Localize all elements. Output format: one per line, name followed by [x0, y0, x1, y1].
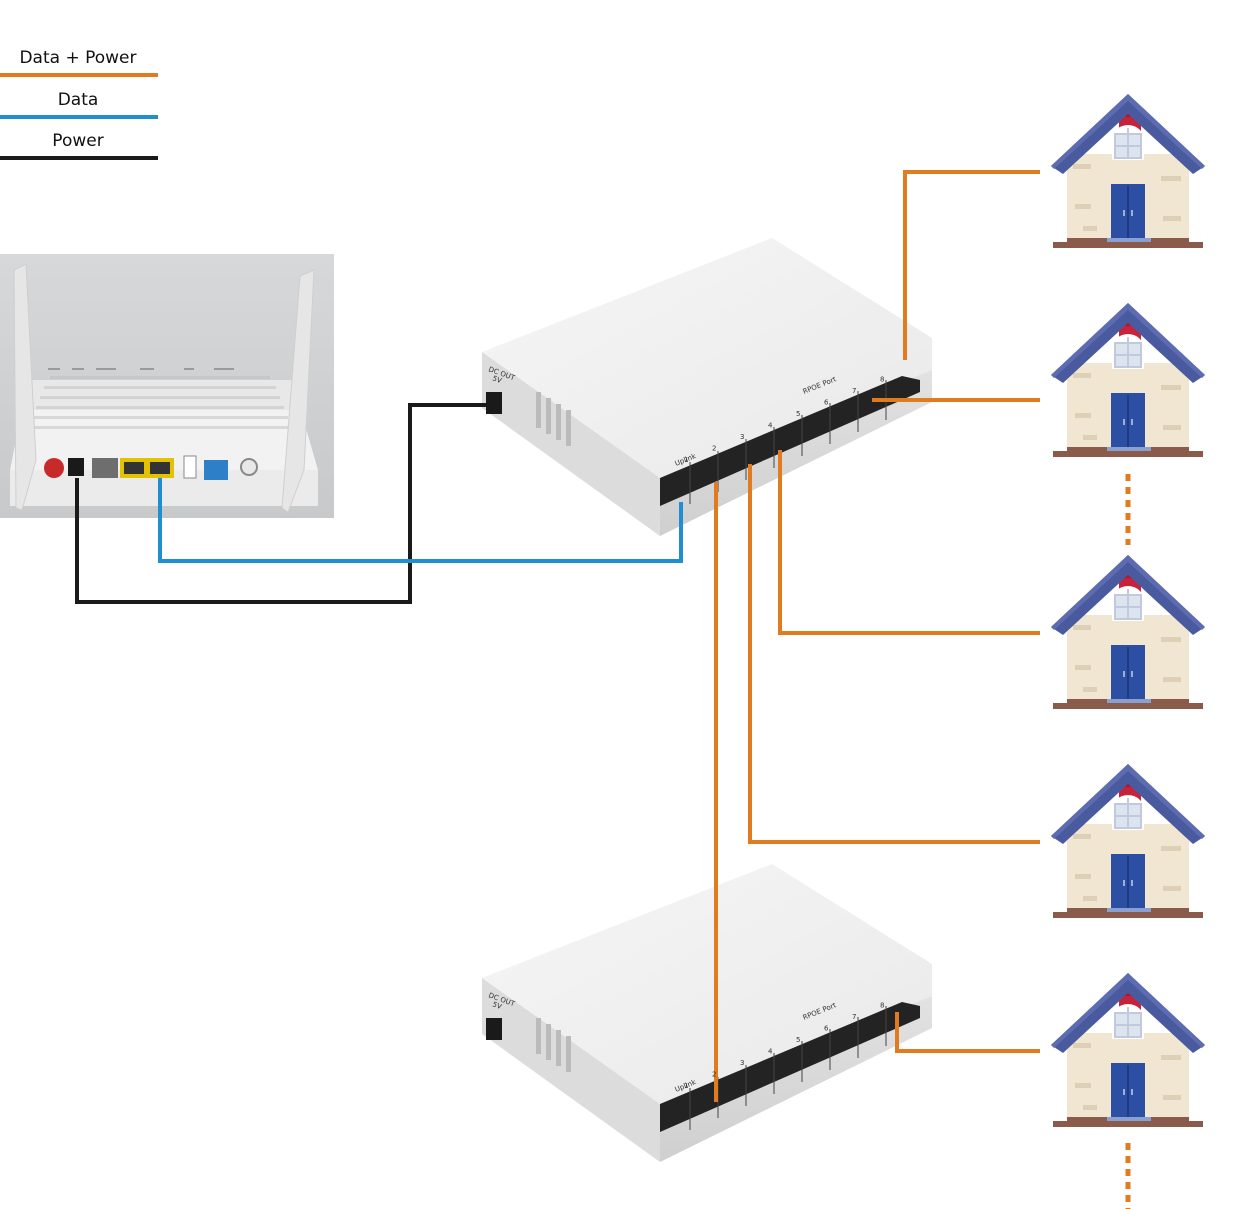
legend-line-data-power	[0, 73, 158, 77]
port-number-label: 6	[824, 1025, 829, 1033]
house-icon	[1050, 302, 1206, 458]
legend-label-data-power: Data + Power	[19, 48, 137, 68]
house-icon	[1050, 972, 1206, 1128]
legend-line-power	[0, 156, 158, 160]
voltage-label-2: 5V	[491, 1000, 503, 1011]
port-number-label: 4	[768, 422, 773, 430]
house-icon	[1050, 763, 1206, 919]
data-power-cable-4	[748, 464, 1040, 844]
port-number-label: 7	[852, 387, 856, 395]
port-number-label: 8	[880, 1002, 884, 1010]
port-number-label: 1	[684, 456, 688, 464]
house-icon	[1050, 93, 1206, 249]
port-number-label: 1	[684, 1082, 688, 1090]
port-number-label: 3	[740, 1059, 744, 1067]
power-cable	[75, 403, 494, 604]
data-power-cable-5	[895, 1012, 1040, 1053]
voltage-label: 5V	[491, 374, 503, 385]
poe-switch-bottom: DC OUT 5V Uplink RPOE Port	[482, 864, 932, 1162]
legend: Data + Power Data Power	[0, 0, 170, 170]
port-number-label: 8	[880, 376, 884, 384]
data-power-cable-3	[778, 450, 1040, 635]
port-number-label: 5	[796, 1036, 800, 1044]
port-number-label: 5	[796, 410, 800, 418]
port-number-label: 2	[712, 1071, 716, 1079]
legend-label-data: Data	[57, 90, 99, 110]
port-number-label: 7	[852, 1013, 856, 1021]
legend-line-data	[0, 115, 158, 119]
poe-switch-top: DC OUT 5V Uplink RPOE Port	[482, 238, 932, 536]
house-icon	[1050, 554, 1206, 710]
port-number-label: 3	[740, 433, 744, 441]
router-device	[0, 254, 334, 518]
port-number-label: 4	[768, 1048, 773, 1056]
legend-label-power: Power	[52, 131, 104, 151]
data-cable	[158, 478, 683, 563]
port-number-label: 2	[712, 445, 716, 453]
port-number-label: 6	[824, 399, 829, 407]
data-power-cable-1	[903, 170, 1040, 360]
